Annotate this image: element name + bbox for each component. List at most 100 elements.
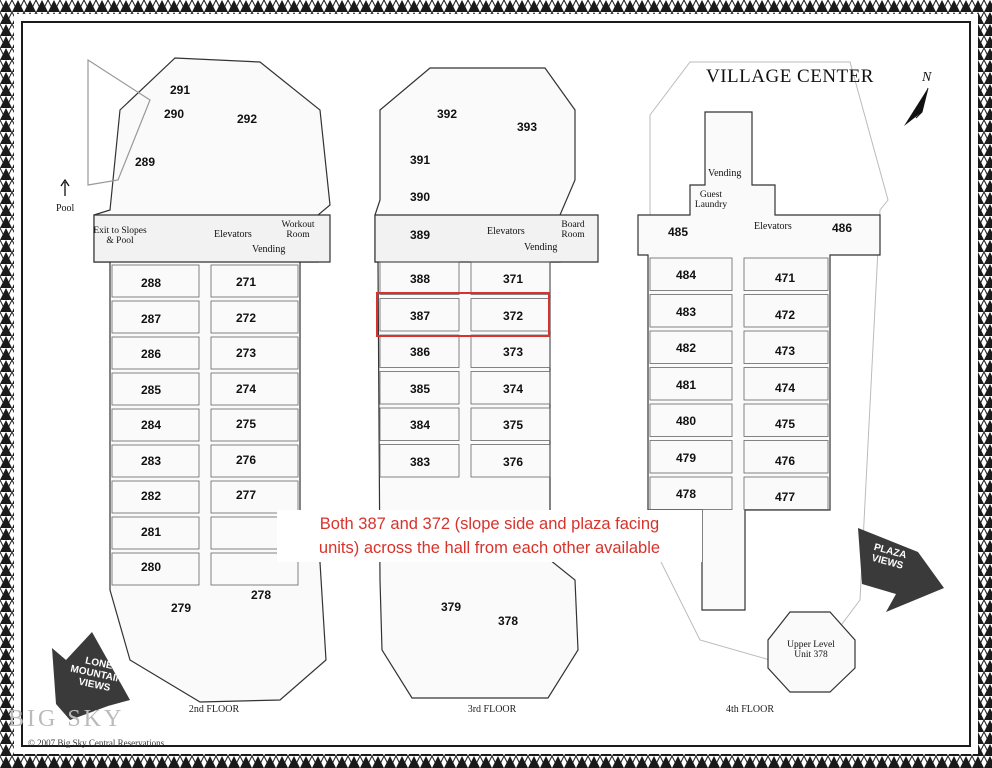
exit-label-line1: Exit to Slopes	[93, 226, 147, 236]
fourth-floor-structure	[637, 111, 881, 611]
exit-label-line2: & Pool	[106, 236, 134, 246]
room-cell	[111, 444, 200, 478]
elevators-label-4th: Elevators	[754, 221, 792, 232]
second-floor-units	[111, 264, 299, 586]
unit-481: 481	[675, 377, 697, 392]
room-cell	[743, 440, 829, 474]
unit-288: 288	[140, 276, 162, 290]
north-label: N	[922, 70, 932, 85]
room-cell	[111, 372, 200, 406]
room-cell	[743, 403, 829, 437]
guest-line2: Laundry	[694, 200, 728, 210]
unit-276: 276	[235, 452, 257, 467]
unit-483: 483	[675, 304, 697, 319]
unit-272: 272	[235, 310, 257, 325]
board-line2: Room	[561, 230, 585, 240]
unit-277: 277	[235, 488, 257, 502]
unit-375: 375	[502, 418, 524, 432]
pool-arrow-icon	[60, 178, 70, 196]
unit-373: 373	[502, 345, 524, 359]
floor-label-2nd: 2nd FLOOR	[188, 704, 240, 715]
unit-383: 383	[409, 454, 431, 469]
room-cell	[743, 294, 829, 328]
unit-274: 274	[235, 381, 257, 396]
availability-annotation: Both 387 and 372 (slope side and plaza f…	[277, 510, 702, 562]
unit-480: 480	[675, 414, 697, 428]
unit-390: 390	[409, 190, 431, 204]
unit-482: 482	[675, 341, 697, 355]
room-cell	[649, 367, 733, 401]
unit-278: 278	[250, 588, 272, 602]
unit-484: 484	[675, 268, 697, 282]
room-cell	[470, 371, 551, 405]
unit-273: 273	[235, 346, 257, 360]
unit-392: 392	[436, 107, 458, 121]
room-cell	[649, 476, 733, 510]
room-cell	[379, 261, 460, 295]
guest-laundry-label: Guest Laundry	[695, 190, 727, 210]
unit-471: 471	[774, 271, 796, 285]
room-cell	[111, 336, 200, 370]
unit-271: 271	[235, 275, 257, 289]
unit-385: 385	[409, 381, 431, 396]
room-cell	[470, 407, 551, 441]
north-arrow-icon	[904, 87, 929, 126]
elevators-label-2nd: Elevators	[214, 229, 252, 240]
room-cell	[210, 552, 299, 586]
floor-label-3rd: 3rd FLOOR	[467, 704, 517, 715]
unit-291: 291	[169, 83, 191, 97]
unit-281: 281	[140, 524, 162, 539]
unit-285: 285	[140, 382, 162, 397]
unit-389: 389	[409, 228, 431, 242]
room-cell	[379, 444, 460, 478]
room-cell	[649, 257, 733, 291]
vending-label-2nd: Vending	[252, 244, 286, 255]
room-cell	[111, 516, 200, 550]
room-cell	[210, 480, 299, 514]
unit-286: 286	[140, 347, 162, 361]
unit-391: 391	[409, 153, 431, 167]
unit-289: 289	[134, 155, 156, 169]
page-title: VILLAGE CENTER	[706, 66, 874, 87]
annotation-line1: Both 387 and 372 (slope side and plaza f…	[319, 515, 660, 533]
annotation-line2: units) across the hall from each other a…	[318, 539, 661, 557]
room-cell	[111, 552, 200, 586]
guest-line1: Guest	[699, 190, 723, 200]
room-cell	[210, 372, 299, 406]
unit-284: 284	[140, 418, 162, 432]
vending-label-3rd: Vending	[524, 242, 558, 253]
room-cell	[743, 330, 829, 364]
room-cell	[470, 444, 551, 478]
unit-388: 388	[409, 272, 431, 286]
unit-275: 275	[235, 417, 257, 431]
copyright-text: © 2007 Big Sky Central Reservations	[28, 738, 165, 748]
room-cell	[743, 367, 829, 401]
unit-282: 282	[140, 489, 162, 503]
room-cell	[649, 440, 733, 474]
unit-376: 376	[502, 454, 524, 469]
room-cell	[111, 480, 200, 514]
workout-line2: Room	[286, 230, 310, 240]
lone-mountain-arrow-icon	[52, 632, 130, 720]
room-cell	[649, 294, 733, 328]
room-cell	[111, 300, 200, 334]
unit-479: 479	[675, 450, 697, 465]
unit-379: 379	[440, 600, 462, 614]
unit-384: 384	[409, 418, 431, 432]
floor-label-4th: 4th FLOOR	[725, 704, 775, 715]
upper-line2: Unit 378	[794, 650, 828, 660]
room-cell	[470, 261, 551, 295]
room-cell	[379, 298, 460, 332]
unit-472: 472	[774, 307, 796, 322]
room-cell	[111, 408, 200, 442]
unit-475: 475	[774, 417, 796, 431]
board-line1: Board	[561, 220, 585, 230]
unit-473: 473	[774, 344, 796, 358]
highlight-box-387-372	[376, 292, 550, 337]
unit-485: 485	[667, 225, 689, 239]
unit-371: 371	[502, 272, 524, 286]
upper-line1: Upper Level	[787, 640, 835, 650]
